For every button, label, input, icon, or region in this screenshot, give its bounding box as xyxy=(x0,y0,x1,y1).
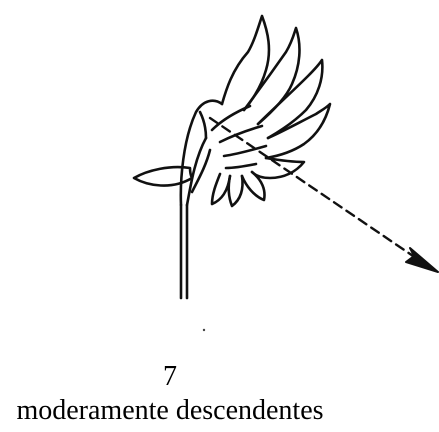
figure-caption: moderamente descendentes xyxy=(16,395,324,426)
figure-number: 7 xyxy=(163,361,177,392)
wing-icon xyxy=(179,14,332,208)
petal-icon xyxy=(132,165,194,187)
speck-mark xyxy=(202,328,206,332)
stem-icon xyxy=(179,203,189,300)
dashed-arrow-icon xyxy=(208,116,439,273)
wing-sign-illustration xyxy=(132,14,439,332)
